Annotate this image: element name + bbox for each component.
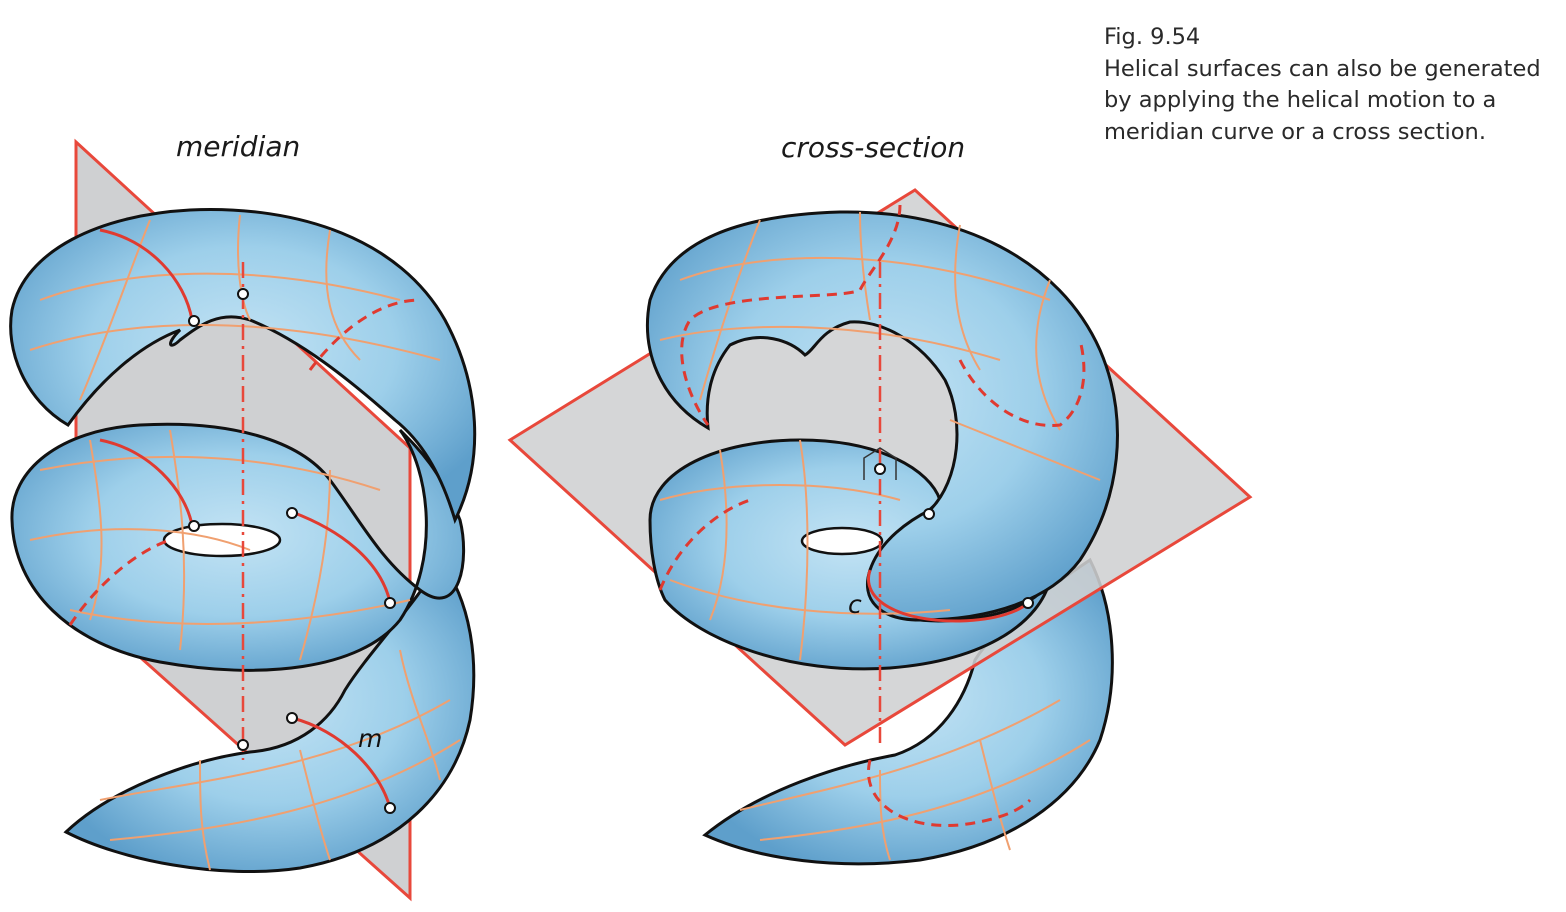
meridian-curve-symbol: m xyxy=(358,724,383,753)
cross-section-curve-symbol: c xyxy=(848,590,862,619)
cs-middle-coil-hole xyxy=(800,526,884,556)
cross-section-title: cross-section xyxy=(781,131,966,164)
right-angle-marker xyxy=(863,447,897,480)
cross-section-points xyxy=(874,463,1034,609)
cross-section-curves xyxy=(658,204,1086,828)
figure-number: Fig. 9.54 xyxy=(1104,24,1201,50)
caption-line-3: meridian curve or a cross section. xyxy=(1104,118,1486,145)
cs-top-coil-surface xyxy=(646,210,1119,622)
cross-section-helix-figure xyxy=(507,188,1253,866)
cross-section-grid-lines xyxy=(659,211,1101,861)
meridian-grid-lines xyxy=(29,214,461,871)
meridian-points xyxy=(188,288,396,814)
caption-line-2: by applying the helical motion to a xyxy=(1104,87,1497,113)
meridian-helix-figure xyxy=(9,138,477,902)
caption-line-1: Helical surfaces can also be generated xyxy=(1104,55,1541,82)
top-coil-surface xyxy=(9,208,477,525)
meridian-title: meridian xyxy=(176,130,301,163)
meridian-curves xyxy=(68,228,421,809)
figure-caption: Fig. 9.54 Helical surfaces can also be g… xyxy=(1104,22,1564,148)
